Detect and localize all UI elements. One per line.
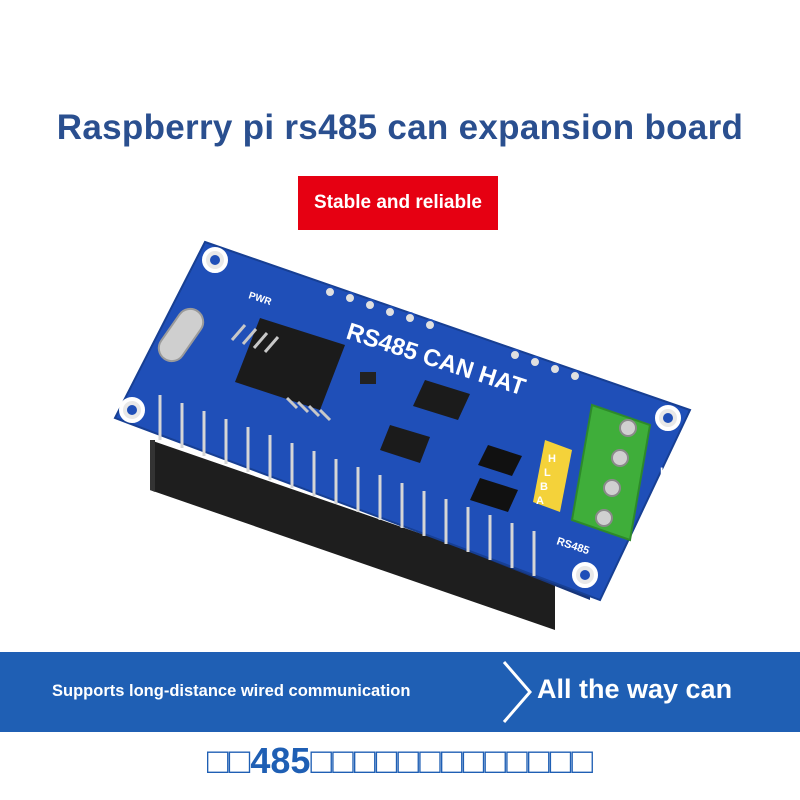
can-label-h: H — [548, 453, 556, 465]
feature-badge: Stable and reliable — [298, 176, 498, 230]
transceiver-chip-2 — [380, 425, 430, 463]
protection-diode-2 — [470, 478, 518, 512]
gpio-pad-row — [324, 286, 581, 382]
band-left-text: Supports long-distance wired communicati… — [52, 682, 411, 700]
rs485-label-l: L — [652, 489, 659, 503]
band-divider — [502, 661, 532, 723]
rs485-label-a: A — [636, 537, 645, 551]
bottom-caption: □□485□□□□□□□□□□□□□ — [206, 740, 594, 781]
rs485-label-b: B — [644, 513, 653, 527]
transceiver-chip-1 — [413, 380, 470, 420]
header-connector-body — [150, 440, 555, 630]
can-label-l: L — [544, 467, 551, 479]
rs485-label-h: H — [660, 465, 669, 479]
feature-band — [0, 652, 800, 732]
terminal-block — [570, 403, 652, 542]
can-controller-chip — [235, 318, 345, 410]
can-label-a: A — [536, 495, 544, 507]
jumper-header — [533, 440, 572, 512]
band-right-text: All the way can — [537, 674, 733, 704]
gpio-pins — [158, 395, 536, 576]
page-title: Raspberry pi rs485 can expansion board — [56, 108, 744, 147]
can-label-b: B — [540, 481, 548, 493]
protection-diode-1 — [478, 445, 522, 476]
crystal-oscillator — [157, 307, 205, 363]
terminal-screws — [595, 419, 637, 527]
